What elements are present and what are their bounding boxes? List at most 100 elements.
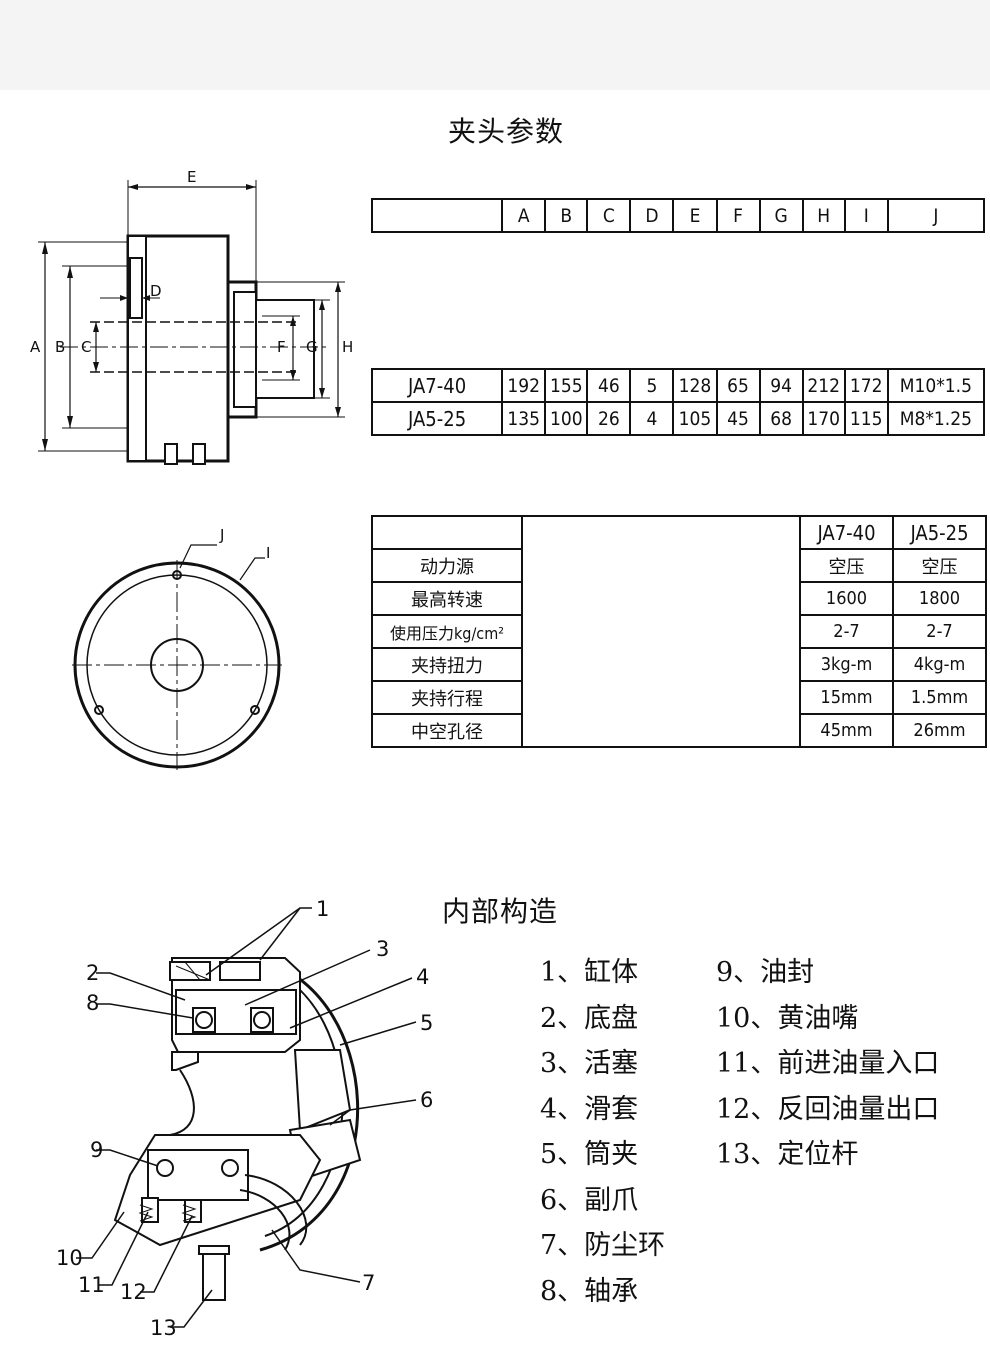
dimension-data-table: JA7-40 192 155 46 5 128 65 94 212 172 M1… <box>370 368 986 436</box>
table-cell: 3kg-m <box>799 647 894 682</box>
top-band <box>0 0 990 90</box>
header-c: C <box>586 198 632 233</box>
model-cell: JA7-40 <box>370 368 504 403</box>
callout-6: 6 <box>420 1088 433 1112</box>
table-cell: 45 <box>715 401 761 436</box>
table-cell: 100 <box>544 401 589 436</box>
list-item: 8、轴承 <box>540 1275 639 1307</box>
callout-7: 7 <box>362 1271 375 1295</box>
header-f: F <box>715 198 761 233</box>
table-cell: 212 <box>801 368 846 403</box>
parts-list-right: 9、油封 10、黄油嘴 11、前进油量入口 12、反回油量出口 13、定位杆 <box>716 950 939 1178</box>
header-i: I <box>843 198 889 233</box>
list-item: 2、底盘 <box>540 1002 639 1034</box>
table-cell: 128 <box>672 368 718 403</box>
table-cell: M8*1.25 <box>886 401 986 436</box>
callout-1: 1 <box>316 897 329 921</box>
dim-label-e: E <box>187 168 196 186</box>
table-row: 使用压力kg/cm² 2-7 2-7 <box>371 614 987 649</box>
list-item: 9、油封 <box>716 957 815 988</box>
dim-label-g: G <box>306 338 318 356</box>
dim-label-h: H <box>342 338 353 356</box>
table-cell: 26mm <box>892 713 987 748</box>
table-cell: 192 <box>501 368 547 403</box>
model-cell: JA5-25 <box>370 401 504 436</box>
table-cell: 1800 <box>892 581 987 616</box>
table-cell: 4 <box>629 401 675 436</box>
list-item: 11、前进油量入口 <box>716 1048 940 1079</box>
table-cell: 115 <box>843 401 889 436</box>
table-cell: 5 <box>629 368 675 403</box>
header-blank <box>370 198 504 233</box>
callout-8: 8 <box>86 991 99 1015</box>
table-cell: 68 <box>758 401 804 436</box>
list-item: 7、防尘环 <box>540 1230 666 1261</box>
table-cell: 1.5mm <box>892 680 987 715</box>
front-label-i: I <box>266 544 270 562</box>
table-cell: 2-7 <box>799 614 894 649</box>
callout-3: 3 <box>376 937 389 961</box>
spec-label: 中空孔径 <box>371 713 523 748</box>
spec-header-model: JA5-25 <box>892 515 987 550</box>
header-g: G <box>758 198 804 233</box>
callout-10: 10 <box>56 1246 83 1270</box>
table-row: 夹持行程 15mm 1.5mm <box>371 680 987 715</box>
callout-11: 11 <box>78 1273 105 1297</box>
spec-header-blank <box>371 515 523 550</box>
table-row: 夹持扭力 3kg-m 4kg-m <box>371 647 987 682</box>
header-e: E <box>672 198 718 233</box>
list-item: 5、筒夹 <box>540 1139 639 1170</box>
spec-label: 动力源 <box>371 548 523 583</box>
spec-table: JA7-40 JA5-25 动力源 空压 空压 最高转速 1600 1800 使… <box>371 515 987 748</box>
table-cell: 空压 <box>892 548 987 583</box>
header-a: A <box>501 198 547 233</box>
table-cell: 26 <box>586 401 632 436</box>
table-cell: 172 <box>843 368 889 403</box>
front-label-j: J <box>219 526 224 544</box>
spec-label: 最高转速 <box>371 581 523 616</box>
table-cell: 155 <box>544 368 589 403</box>
spec-header-row: JA7-40 JA5-25 <box>371 515 987 748</box>
table-row: 动力源 空压 空压 <box>371 548 987 583</box>
dimension-table: A B C D E F G H I J <box>370 198 986 233</box>
table-cell: 4kg-m <box>892 647 987 682</box>
table-cell: 135 <box>501 401 547 436</box>
spec-header-model: JA7-40 <box>799 515 894 550</box>
dim-label-c: C <box>81 338 91 356</box>
list-item: 1、缸体 <box>540 957 639 988</box>
dim-label-d: D <box>150 282 162 300</box>
callout-13: 13 <box>150 1316 177 1340</box>
table-cell: 2-7 <box>892 614 987 649</box>
table-cell: 105 <box>672 401 718 436</box>
table-cell: 170 <box>801 401 846 436</box>
structure-title: 内部构造 <box>442 895 559 928</box>
header-b: B <box>544 198 589 233</box>
callout-2: 2 <box>86 961 99 985</box>
callout-4: 4 <box>416 965 429 989</box>
table-cell: 94 <box>758 368 804 403</box>
spec-label: 使用压力kg/cm² <box>371 614 523 649</box>
dim-label-a: A <box>30 338 41 356</box>
dimension-header-row: A B C D E F G H I J <box>370 198 986 233</box>
spec-label: 夹持行程 <box>371 680 523 715</box>
header-j: J <box>886 198 986 233</box>
header-h: H <box>801 198 846 233</box>
callout-9: 9 <box>90 1138 103 1162</box>
spec-label: 夹持扭力 <box>371 647 523 682</box>
params-title: 夹头参数 <box>448 115 565 148</box>
list-item: 12、反回油量出口 <box>716 1093 940 1125</box>
table-cell: 46 <box>586 368 632 403</box>
parts-list-left: 1、缸体 2、底盘 3、活塞 4、滑套 5、筒夹 6、副爪 7、防尘环 8、轴承 <box>540 950 665 1314</box>
callout-12: 12 <box>120 1280 147 1304</box>
table-cell: 空压 <box>799 548 894 583</box>
table-cell: 1600 <box>799 581 894 616</box>
list-item: 4、滑套 <box>540 1093 639 1125</box>
list-item: 13、定位杆 <box>716 1139 859 1170</box>
table-cell: 65 <box>715 368 761 403</box>
table-row: JA5-25 135 100 26 4 105 45 68 170 115 M8… <box>370 401 986 436</box>
dim-label-f: F <box>277 338 286 356</box>
table-cell: M10*1.5 <box>886 368 986 403</box>
table-row: 最高转速 1600 1800 <box>371 581 987 616</box>
table-cell: 45mm <box>799 713 894 748</box>
